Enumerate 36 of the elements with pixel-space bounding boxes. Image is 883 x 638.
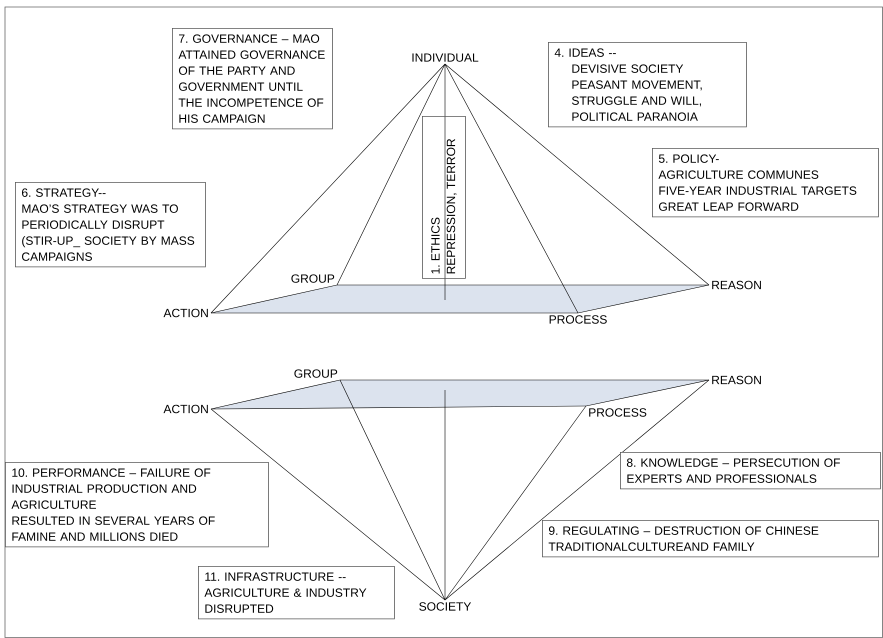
corner-label: GROUP	[294, 369, 338, 378]
corner-label: PROCESS	[589, 408, 646, 417]
connector-line	[336, 284, 710, 286]
connector-line	[444, 64, 710, 286]
text-box: 10. PERFORMANCE – FAILURE OF INDUSTRIAL PRODUCTION AND AGRICULTURE RESULTED IN SEVERAL YEARS OF FAMINE AND MILLIONS DIED	[5, 462, 269, 548]
text-box: 8. KNOWLEDGE – PERSECUTION OF EXPERTS AND PROFESSIONALS	[620, 452, 881, 490]
connector-line	[444, 406, 586, 600]
corner-label: GROUP	[291, 274, 334, 283]
corner-label: REASON	[712, 280, 761, 290]
connector-line	[444, 390, 446, 600]
connector-line	[444, 64, 578, 314]
connector-line	[210, 408, 446, 600]
connector-line	[336, 64, 446, 286]
text-box: 6. STRATEGY-- MAO’S STRATEGY WAS TO PERIODICALLY DISRUPT (STIR-UP_ SOCIETY BY MASS CAMPAIGNS	[15, 182, 206, 268]
connector-line	[586, 380, 710, 406]
connector-line	[444, 380, 710, 600]
text-box: 4. IDEAS -- DEVISIVE SOCIETY PEASANT MOVEMENT, STRUGGLE AND WILL, POLITICAL PARANOIA	[548, 42, 747, 128]
connector-line	[340, 380, 446, 600]
text-box: 7. GOVERNANCE – MAO ATTAINED GOVERNANCE OF THE PARTY AND GOVERNMENT UNTIL THE INCOMPETENCE OF HIS CAMPAIGN	[172, 28, 333, 130]
connector-line	[210, 406, 586, 410]
corner-label: PROCESS	[550, 315, 607, 324]
connector-line	[210, 312, 578, 314]
text-box: 9. REGULATING – DESTRUCTION OF CHINESE TRADITIONALCULTUREAND FAMILY	[542, 520, 879, 558]
text-box: 11. INFRASTRUCTURE -- AGRICULTURE & INDUSTRY DISRUPTED	[198, 566, 395, 620]
corner-label: REASON	[712, 376, 761, 384]
connector-line	[210, 284, 338, 314]
text-box: 5. POLICY- AGRICULTURE COMMUNES FIVE-YEAR INDUSTRIAL TARGETS GREAT LEAP FORWARD	[652, 148, 879, 218]
corner-label: ACTION	[163, 308, 208, 318]
connector-line	[210, 64, 446, 314]
corner-label: SOCIETY	[419, 602, 472, 611]
corner-label: ACTION	[163, 404, 208, 414]
connector-line	[578, 284, 710, 314]
corner-label: INDIVIDUAL	[412, 53, 478, 62]
vertical-text-box: 1. ETHICS REPRESSION, TERROR	[422, 116, 466, 279]
connector-line	[444, 64, 446, 300]
connector-line	[210, 380, 340, 410]
